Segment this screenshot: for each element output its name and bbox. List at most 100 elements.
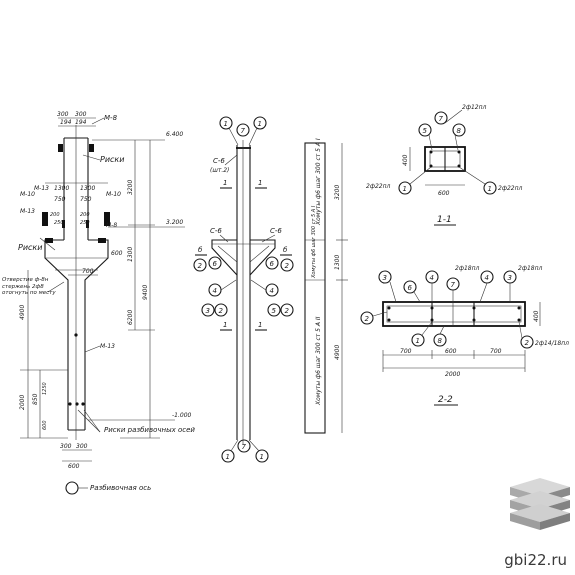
embedded-plate (45, 238, 53, 243)
rebar-dot (387, 306, 391, 310)
tag-number: 2 (365, 315, 370, 323)
risk-label: Риски (100, 155, 124, 164)
section-title: 2-2 (438, 395, 453, 405)
tag-number: 5 (272, 307, 277, 315)
section-title: 1-1 (437, 215, 452, 225)
dim-4900: 4900 (334, 345, 341, 360)
bars-top-label: 2ф12пл (462, 104, 487, 111)
dim-400: 400 (533, 310, 540, 322)
tag-number: 1 (403, 185, 407, 193)
top-bars-right-label: 2ф18пл (518, 265, 543, 272)
dim-3200: 3200 (334, 185, 341, 200)
stirrup-line (249, 245, 270, 263)
tag-circle (403, 280, 417, 294)
leader-line (421, 321, 433, 336)
leader-line (91, 117, 105, 125)
section-letter: б (198, 246, 203, 254)
stirrup-label: Хомуты ф6 шаг 300 ст 5 А I (311, 205, 317, 279)
stacked-slabs-icon (510, 478, 570, 530)
tag-number: 1 (260, 453, 264, 461)
dim-700: 700 (400, 348, 412, 355)
embedded-plate (58, 144, 63, 152)
tag-number: 2 (285, 262, 290, 270)
tag-number: 1 (488, 185, 492, 193)
bars-right-label: 2ф22пл (498, 185, 523, 192)
axis-circle-icon (65, 481, 79, 495)
dim-600: 600 (438, 190, 450, 197)
stirrup-outline (386, 305, 522, 323)
dim-250: 250 (54, 220, 64, 226)
mark-m13: M-13 (20, 208, 35, 215)
tag-circle (219, 116, 233, 130)
dim-700: 700 (82, 268, 94, 275)
rebar-dot (472, 318, 476, 322)
rebar-dot (472, 306, 476, 310)
side-elevation: 1 7 1 1 7 1 С-6 (шт.2) С-6 С-6 1 1 1 1 (193, 116, 294, 463)
tag-number: 1 (226, 453, 230, 461)
hole-note: Отверстие ф-8н стержень 2ф8 отогнуть по … (2, 277, 56, 296)
leader-line (409, 166, 432, 185)
tag-number: 6 (408, 284, 413, 292)
mark-m13-lower: M-13 (100, 343, 115, 350)
rebar-dot (429, 150, 433, 154)
tag-circle (236, 123, 250, 137)
tag-circle (265, 256, 279, 270)
dim-1300: 1300 (127, 247, 134, 262)
rebar-dot (517, 318, 521, 322)
main-elevation: 300 300 194 194 M-8 Риски Риски M-13 M-1… (2, 111, 195, 495)
stirrup-bar: Хомуты ф6 шаг 300 ст 5 А I Хомуты ф6 шаг… (304, 138, 348, 434)
embedded-plate (42, 212, 48, 226)
tag-circle (280, 258, 294, 272)
leader-line (82, 154, 101, 161)
embedded-plate (89, 144, 94, 152)
section-number: 1 (223, 321, 227, 329)
risk-mark (81, 402, 85, 406)
tag-circle (483, 181, 497, 195)
dim-400: 400 (402, 154, 409, 166)
level-mid: 3.200 (166, 219, 183, 226)
tag-circle (452, 123, 466, 137)
stirrup-label: Хомуты ф6 шаг 300 ст 5 А II (315, 316, 322, 406)
tag-circle (201, 303, 215, 317)
tag-number: 1 (224, 120, 228, 128)
section-outline (382, 301, 526, 327)
tag-circle (378, 270, 392, 284)
section-1-1: 5 7 8 1 1 2ф12пл 2ф22пл 2ф22пл 400 600 1… (366, 104, 523, 226)
stirrup-label: Хомуты ф6 шаг 300 ст 5 А I (315, 138, 322, 226)
dim-sub-right: 194 (75, 119, 87, 126)
mark-m8-top: M-8 (104, 114, 118, 122)
leader-line (248, 127, 258, 146)
tag-number: 1 (416, 337, 420, 345)
leader-line (250, 279, 267, 291)
top-bars-label: 2ф18пл (455, 265, 480, 272)
dim-600: 600 (445, 348, 457, 355)
leader-line (458, 166, 486, 185)
dim-top-right: 300 (75, 111, 87, 118)
axis-legend-label: Разбивочная ось (90, 484, 151, 492)
section-number: 1 (223, 179, 227, 187)
rebar-dot (387, 318, 391, 322)
leader-line (518, 321, 523, 339)
c6-label: С-6 (270, 227, 282, 235)
dim-bottom-total: 600 (68, 463, 80, 470)
leader-line (479, 282, 488, 303)
bar-outline (304, 142, 326, 434)
dim-700: 700 (490, 348, 502, 355)
leader-line (39, 237, 56, 251)
leader-line (84, 345, 101, 353)
tag-number: 7 (241, 127, 246, 135)
level-top: 6.400 (166, 131, 183, 138)
risk-axes-label: Риски разбивочных осей (104, 426, 195, 434)
tag-circle (208, 256, 222, 270)
dim-750: 750 (54, 196, 66, 203)
tag-circle (418, 123, 432, 137)
mark-m10: M-10 (20, 191, 35, 198)
tag-circle (434, 111, 448, 125)
tag-number: 6 (270, 260, 275, 268)
bracket-left (44, 239, 69, 430)
dim-3200: 3200 (127, 180, 134, 195)
stirrup-line (217, 245, 238, 263)
tag-circle (221, 449, 235, 463)
embedded-plate (104, 212, 110, 226)
tag-number: 4 (430, 274, 434, 282)
